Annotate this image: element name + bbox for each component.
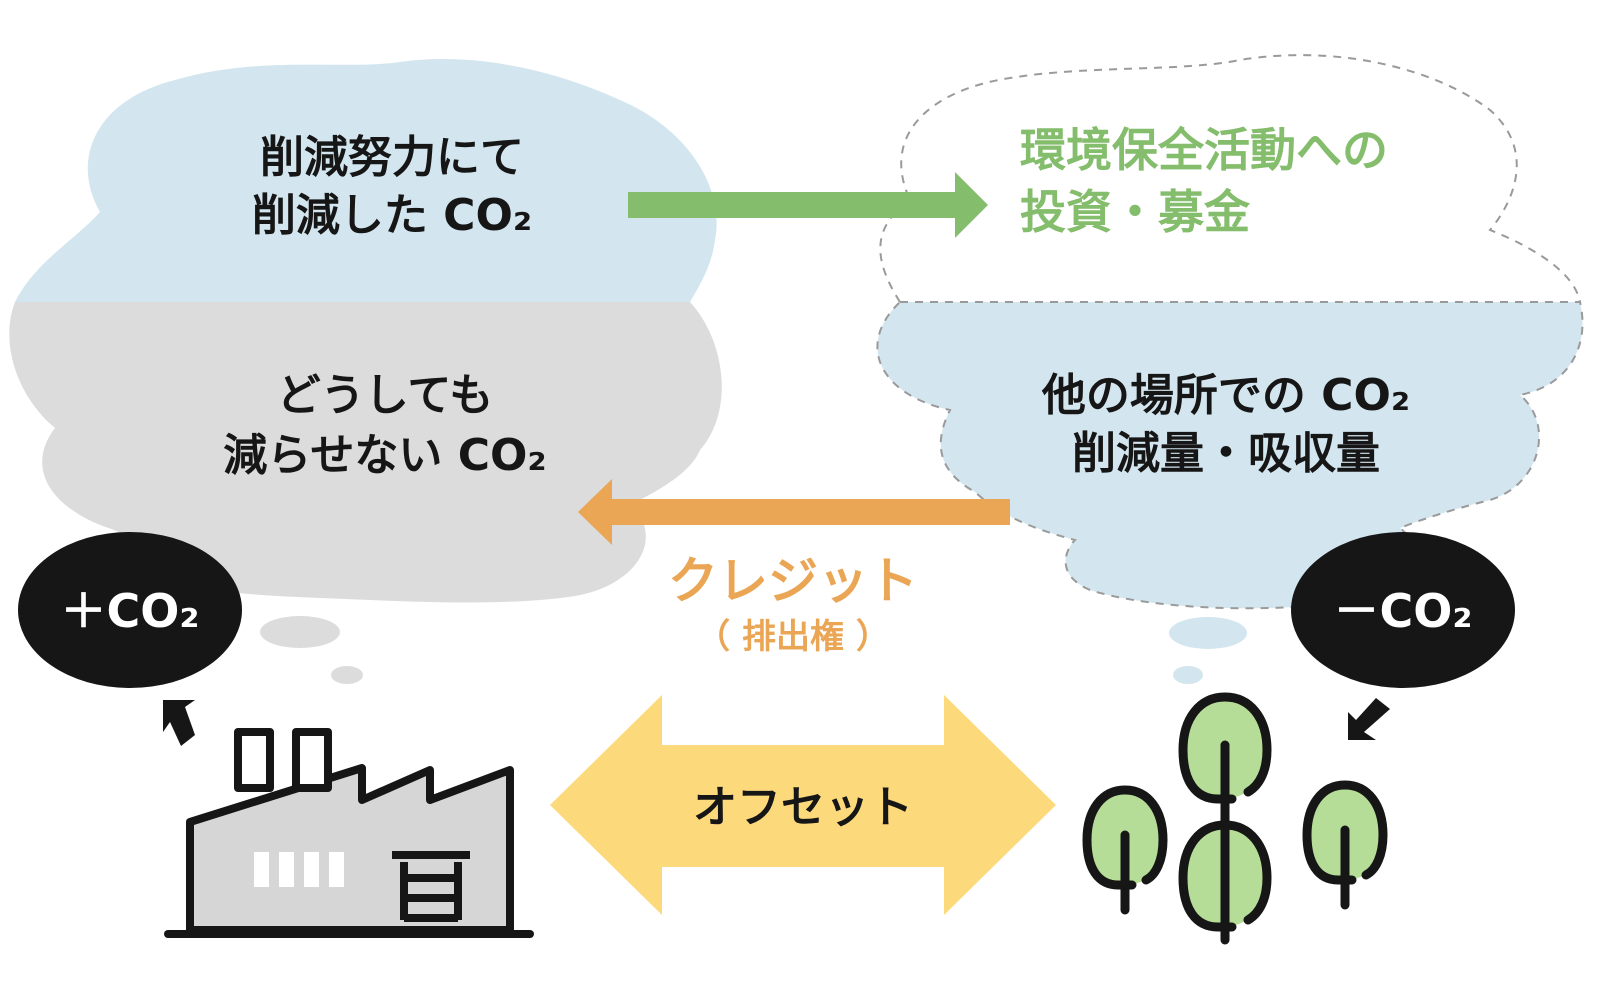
thought-bubble-small bbox=[1173, 666, 1203, 684]
minus-co2-bubble bbox=[1291, 532, 1515, 688]
thought-bubble-large bbox=[1169, 617, 1247, 649]
factory-icon bbox=[164, 728, 534, 938]
minus-co2-label: －CO₂ bbox=[1333, 584, 1472, 638]
left-cloud bbox=[9, 59, 722, 684]
other-place-co2-line2: 削減量・吸収量 bbox=[1072, 428, 1380, 479]
unavoidable-co2-cloud bbox=[9, 302, 722, 603]
investment-line2: 投資・募金 bbox=[1020, 185, 1251, 239]
other-place-co2-line1: 他の場所での CO₂ bbox=[1041, 370, 1410, 421]
right-cloud bbox=[876, 54, 1584, 684]
reduced-co2-line2: 削減した CO₂ bbox=[252, 190, 532, 241]
offset-double-arrow bbox=[550, 695, 1056, 915]
investment-cloud bbox=[879, 54, 1581, 303]
arrow-up-left bbox=[163, 700, 195, 746]
credit-sublabel: （ 排出権 ） bbox=[696, 617, 890, 657]
thought-bubble-small bbox=[331, 666, 363, 684]
plus-co2-label: ＋CO₂ bbox=[60, 584, 199, 638]
reduced-co2-cloud bbox=[15, 59, 717, 302]
unavoidable-co2-line2: 減らせない CO₂ bbox=[223, 430, 546, 481]
plus-co2-bubble bbox=[18, 532, 242, 688]
offset-label: オフセット bbox=[693, 782, 913, 833]
trees-icon bbox=[1082, 692, 1388, 945]
other-place-co2-cloud bbox=[876, 301, 1584, 610]
credit-label: クレジット bbox=[668, 552, 918, 610]
thought-bubble-large bbox=[260, 616, 340, 648]
green-arrow-right bbox=[628, 172, 988, 238]
investment-line1: 環境保全活動への bbox=[1020, 123, 1388, 177]
reduced-co2-line1: 削減努力にて bbox=[260, 132, 524, 183]
orange-arrow-left bbox=[578, 479, 1010, 545]
arrow-down-left bbox=[1348, 698, 1390, 740]
unavoidable-co2-line1: どうしても bbox=[277, 370, 493, 421]
